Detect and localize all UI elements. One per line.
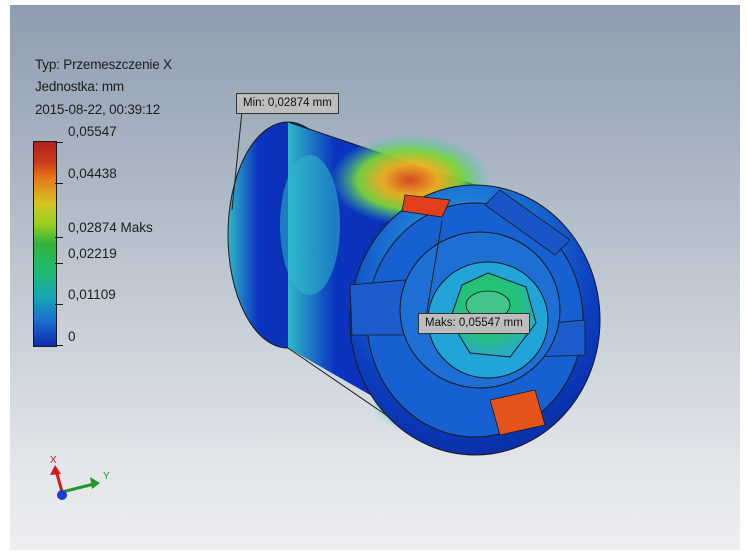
max-leader-line xyxy=(424,220,443,324)
graphics-viewport[interactable]: Typ: Przemeszczenie X Jednostka: mm 2015… xyxy=(10,5,740,550)
x-axis-label: X xyxy=(50,455,57,466)
axis-triad[interactable] xyxy=(50,465,100,500)
legend-label: 0,01109 xyxy=(68,287,116,302)
color-legend-bar xyxy=(33,141,57,347)
legend-label-min: 0 xyxy=(68,329,76,344)
timestamp-label: 2015-08-22, 00:39:12 xyxy=(35,102,161,117)
legend-tick xyxy=(55,237,63,238)
legend-label-max: 0,05547 xyxy=(68,124,117,139)
y-axis-label: Y xyxy=(103,471,110,482)
z-axis-dot xyxy=(57,490,67,500)
unit-label: Jednostka: mm xyxy=(35,79,124,94)
legend-tick xyxy=(55,142,63,143)
legend-tick xyxy=(55,263,63,264)
legend-tick xyxy=(55,304,63,305)
min-callout: Min: 0,02874 mm xyxy=(236,93,339,114)
legend-label: 0,04438 xyxy=(68,166,117,181)
legend-label: 0,02874 Maks xyxy=(68,220,153,235)
legend-tick xyxy=(55,183,63,184)
max-callout: Maks: 0,05547 mm xyxy=(418,313,530,334)
min-leader-line xyxy=(231,110,243,211)
model-view[interactable] xyxy=(10,5,740,550)
y-axis-arrowhead xyxy=(90,477,100,489)
legend-label: 0,02219 xyxy=(68,246,117,261)
x-axis-arrowhead xyxy=(50,465,61,475)
result-type-label: Typ: Przemeszczenie X xyxy=(35,57,172,72)
legend-tick xyxy=(55,345,63,346)
